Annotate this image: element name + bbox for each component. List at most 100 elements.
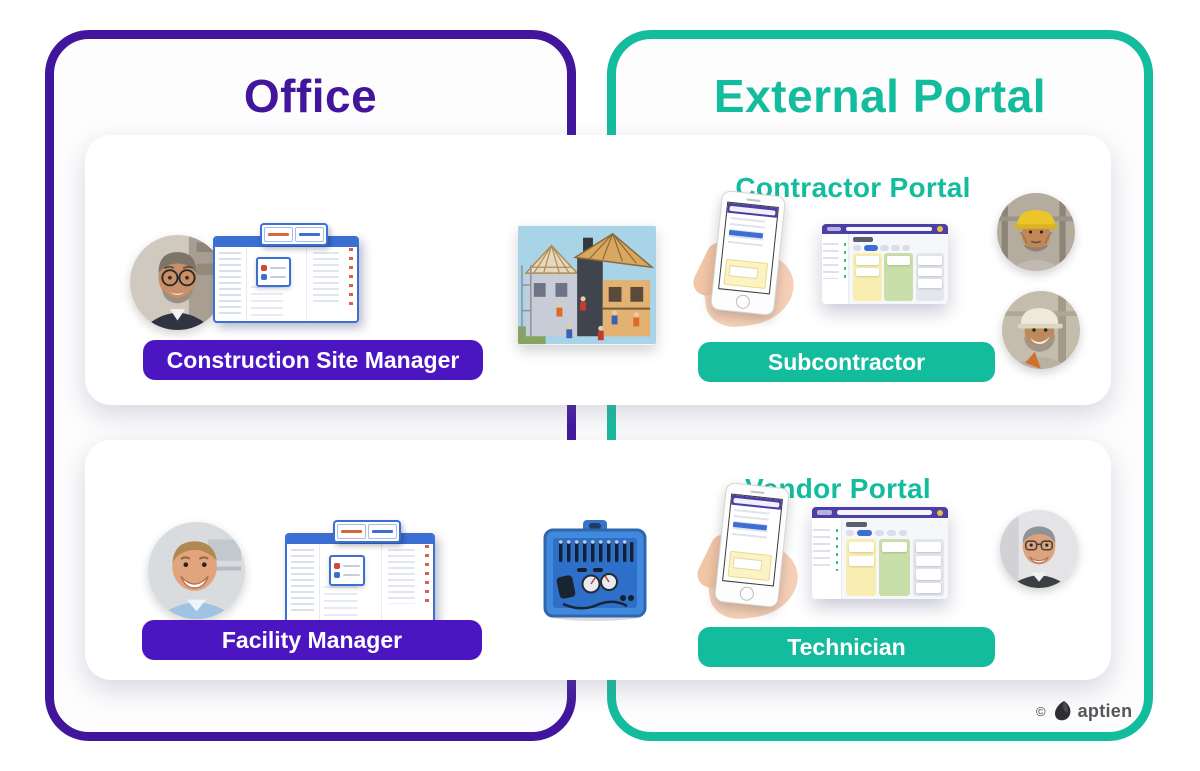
app-icon-rail xyxy=(344,247,357,321)
office-panel-title: Office xyxy=(243,70,378,122)
highlighted-item xyxy=(333,572,361,579)
toolkit-photo xyxy=(538,512,652,624)
phone-device xyxy=(713,481,791,609)
app-list xyxy=(247,247,307,321)
kanban-column-gray xyxy=(913,539,944,597)
facility-manager-photo xyxy=(148,522,245,619)
office-app-screenshot xyxy=(285,520,435,624)
phone-mockup xyxy=(693,481,803,623)
callout-tab-1 xyxy=(337,524,366,539)
callout-tabs xyxy=(333,520,401,543)
construction-site-manager-photo xyxy=(130,235,225,330)
worker-white-helmet-illustration xyxy=(1002,291,1080,369)
phone-device xyxy=(709,189,787,317)
phone-note-card xyxy=(723,258,769,290)
office-app-screenshot xyxy=(213,223,359,323)
portal-sidebar xyxy=(822,233,850,304)
callout-tab-1 xyxy=(263,227,293,242)
callout-tabs xyxy=(259,223,328,246)
house-under-construction-illustration xyxy=(518,225,656,345)
portal-filter-chips xyxy=(853,244,944,251)
phone-home-button xyxy=(735,294,751,310)
app-sidebar xyxy=(215,247,248,321)
facility-manager-label: Facility Manager xyxy=(142,620,482,660)
portal-sidebar xyxy=(812,518,842,599)
app-body xyxy=(287,544,433,622)
portal-kanban-columns xyxy=(845,539,944,597)
callout-tab-2 xyxy=(368,524,397,539)
phone-search-bar xyxy=(729,205,776,216)
portal-search-bar xyxy=(845,226,933,232)
highlighted-item xyxy=(260,273,286,280)
callout-tab-2 xyxy=(294,227,324,242)
app-icon-rail xyxy=(419,544,433,622)
subcontractor-photo-1 xyxy=(997,193,1075,271)
document-icon xyxy=(333,562,340,569)
phone-search-bar xyxy=(733,497,780,508)
vehicle-icon xyxy=(333,572,340,579)
portal-main xyxy=(849,233,948,304)
kanban-column-gray xyxy=(915,253,945,302)
document-icon xyxy=(260,264,267,271)
highlighted-items-box xyxy=(255,257,291,287)
kanban-column-yellow xyxy=(853,253,882,302)
brand-footer: © aptien xyxy=(1036,700,1132,722)
app-detail-panel xyxy=(380,544,420,622)
external-portal-panel-title: External Portal xyxy=(713,70,1047,122)
brand-name: aptien xyxy=(1077,700,1133,721)
app-body xyxy=(215,247,357,321)
portal-page-title xyxy=(845,522,868,528)
app-detail-panel xyxy=(306,247,345,321)
phone-speaker xyxy=(746,198,761,203)
highlighted-item xyxy=(260,264,286,271)
portal-header xyxy=(812,507,948,519)
portal-app-screenshot xyxy=(812,507,948,599)
highlighted-items-box xyxy=(328,554,366,587)
phone-screen xyxy=(718,201,779,295)
contractor-portal-card: Contractor Portal xyxy=(85,135,1111,405)
kanban-column-yellow xyxy=(845,539,877,597)
worker-yellow-hardhat-illustration xyxy=(997,193,1075,271)
portal-avatar xyxy=(936,225,943,232)
portal-logo xyxy=(827,226,841,231)
highlighted-item xyxy=(333,562,361,569)
app-window xyxy=(285,533,435,624)
vendor-portal-card: Vendor Portal xyxy=(85,440,1111,680)
copyright-symbol: © xyxy=(1036,703,1046,719)
portal-filter-chips xyxy=(845,530,944,537)
portal-logo xyxy=(817,510,833,515)
kanban-column-green xyxy=(879,539,911,597)
man-with-glasses-illustration xyxy=(130,235,225,330)
app-sidebar xyxy=(287,544,321,622)
portal-body xyxy=(812,518,948,599)
subcontractor-photo-2 xyxy=(1002,291,1080,369)
blue-tool-case-illustration xyxy=(539,512,651,624)
technician-label: Technician xyxy=(698,627,995,667)
phone-home-button xyxy=(739,586,755,602)
phone-note-card xyxy=(727,550,773,582)
phone-speaker xyxy=(750,490,765,495)
kanban-column-green xyxy=(884,253,913,302)
app-list xyxy=(320,544,381,622)
portal-header xyxy=(822,224,948,234)
vehicle-icon xyxy=(260,273,267,280)
phone-app-header xyxy=(727,202,778,218)
construction-site-photo xyxy=(518,225,656,345)
construction-site-manager-label: Construction Site Manager xyxy=(143,340,483,380)
portal-kanban-columns xyxy=(853,253,945,302)
subcontractor-label: Subcontractor xyxy=(698,342,995,382)
portal-main xyxy=(841,518,948,599)
portal-avatar xyxy=(936,509,943,516)
aptien-logo-icon xyxy=(1054,701,1070,721)
app-window xyxy=(213,236,359,323)
portal-page-title xyxy=(853,237,874,243)
phone-mockup xyxy=(689,189,799,331)
smiling-man-illustration xyxy=(148,522,245,619)
phone-app-header xyxy=(731,494,782,510)
portal-search-bar xyxy=(837,509,932,516)
portal-app-screenshot xyxy=(822,224,948,304)
man-glasses-illustration xyxy=(1000,510,1078,588)
portal-body xyxy=(822,233,948,304)
technician-photo xyxy=(1000,510,1078,588)
